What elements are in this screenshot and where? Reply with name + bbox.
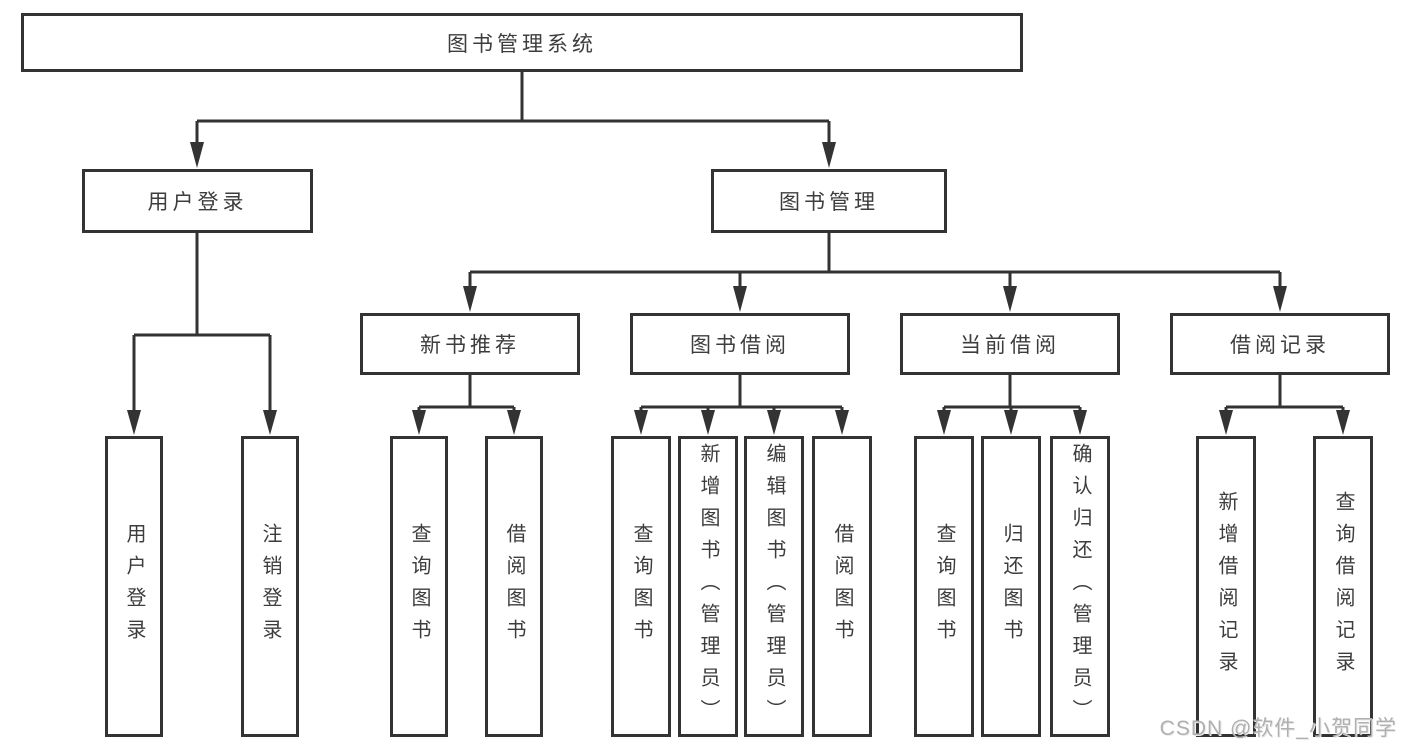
leaf-borrow-books: 借阅图书 [812, 436, 872, 737]
leaf-label: 查询图书 [408, 522, 430, 651]
arrowhead-newbook [463, 286, 477, 312]
arrowhead-cur-confirm [1073, 410, 1087, 435]
leaf-label: 借阅图书 [503, 522, 525, 651]
arrowhead-nb-borrow [507, 410, 521, 435]
arrowhead-nb-query [412, 410, 426, 435]
leaf-borrow-books-newbook: 借阅图书 [485, 436, 543, 737]
leaf-add-borrow-record: 新增借阅记录 [1196, 436, 1256, 737]
leaf-label: 查询借阅记录 [1332, 490, 1354, 683]
leaf-edit-books-admin: 编辑图书（管理员） [744, 436, 804, 737]
leaf-label: 归还图书 [1000, 522, 1022, 651]
node-label: 新书推荐 [420, 334, 520, 357]
arrowhead-bw-borrow [835, 410, 849, 435]
leaf-query-borrow-record: 查询借阅记录 [1313, 436, 1373, 737]
node-borrow-records: 借阅记录 [1170, 313, 1390, 375]
node-label: 图书管理系统 [447, 32, 597, 56]
leaf-label: 新增图书（管理员） [697, 442, 719, 731]
leaf-query-books-borrow: 查询图书 [611, 436, 671, 737]
node-current-borrow: 当前借阅 [900, 313, 1120, 375]
arrowhead-rec-add [1219, 410, 1233, 435]
leaf-label: 确认归还（管理员） [1069, 442, 1091, 731]
leaf-logout: 注销登录 [241, 436, 299, 737]
arrowhead-userlogin [127, 410, 141, 435]
node-label: 借阅记录 [1230, 334, 1330, 357]
node-system-root: 图书管理系统 [21, 13, 1023, 72]
node-label: 当前借阅 [960, 334, 1060, 357]
arrowhead-borrow [733, 286, 747, 312]
leaf-label: 新增借阅记录 [1215, 490, 1237, 683]
leaf-user-login: 用户登录 [105, 436, 163, 737]
arrowhead-bw-add [701, 410, 715, 435]
leaf-query-books-current: 查询图书 [914, 436, 974, 737]
leaf-confirm-return-admin: 确认归还（管理员） [1050, 436, 1110, 737]
csdn-watermark: CSDN @软件_小贺同学 [1159, 717, 1397, 740]
node-book-borrow: 图书借阅 [630, 313, 850, 375]
arrowhead-bw-edit [767, 410, 781, 435]
leaf-query-books-newbook: 查询图书 [390, 436, 448, 737]
arrowhead-bw-query [634, 410, 648, 435]
arrowhead-cur-return [1004, 410, 1018, 435]
arrowhead-records [1273, 286, 1287, 312]
arrowhead-current [1003, 286, 1017, 312]
leaf-label: 用户登录 [123, 522, 145, 651]
arrowhead-login [190, 142, 204, 168]
arrowhead-logout [263, 410, 277, 435]
leaf-label: 借阅图书 [831, 522, 853, 651]
node-new-book-recommend: 新书推荐 [360, 313, 580, 375]
leaf-label: 查询图书 [933, 522, 955, 651]
leaf-label: 查询图书 [630, 522, 652, 651]
arrowhead-cur-query [937, 410, 951, 435]
arrowhead-rec-query [1336, 410, 1350, 435]
node-user-login: 用户登录 [82, 169, 313, 233]
arrowhead-bookmgmt [822, 142, 836, 168]
leaf-label: 编辑图书（管理员） [763, 442, 785, 731]
node-label: 用户登录 [147, 191, 248, 214]
leaf-return-books: 归还图书 [981, 436, 1041, 737]
node-label: 图书管理 [779, 191, 879, 214]
node-book-management: 图书管理 [711, 169, 947, 233]
leaf-add-books-admin: 新增图书（管理员） [678, 436, 738, 737]
leaf-label: 注销登录 [259, 522, 281, 651]
node-label: 图书借阅 [690, 334, 790, 357]
